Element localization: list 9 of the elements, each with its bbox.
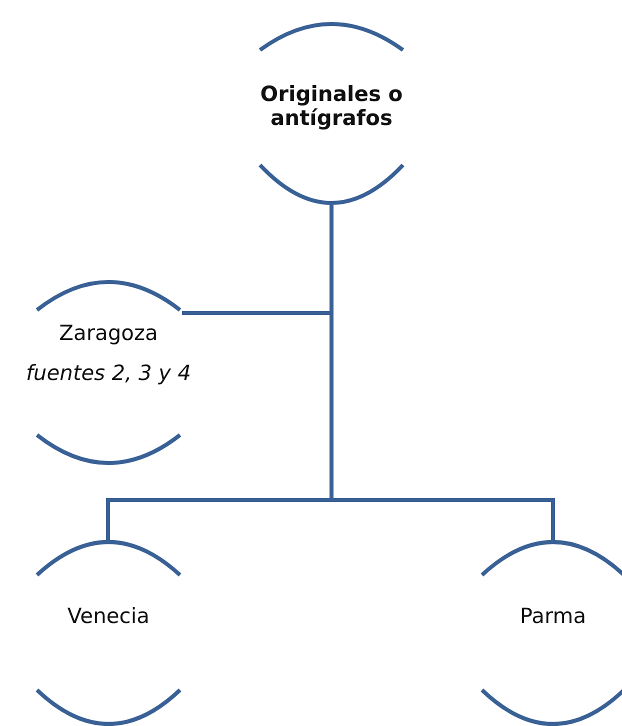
connector-line	[330, 205, 555, 542]
node-title: Parma	[520, 604, 586, 628]
arc-bracket-node	[480, 540, 622, 726]
node-title: Zaragoza	[59, 321, 158, 345]
arc-bracket-node	[258, 22, 405, 205]
node-title: Originales o antígrafos	[259, 82, 404, 130]
node-title: Venecia	[67, 604, 150, 628]
arc-bracket-node	[35, 540, 182, 726]
node-subtitle: fuentes 2, 3 y 4	[26, 361, 191, 385]
